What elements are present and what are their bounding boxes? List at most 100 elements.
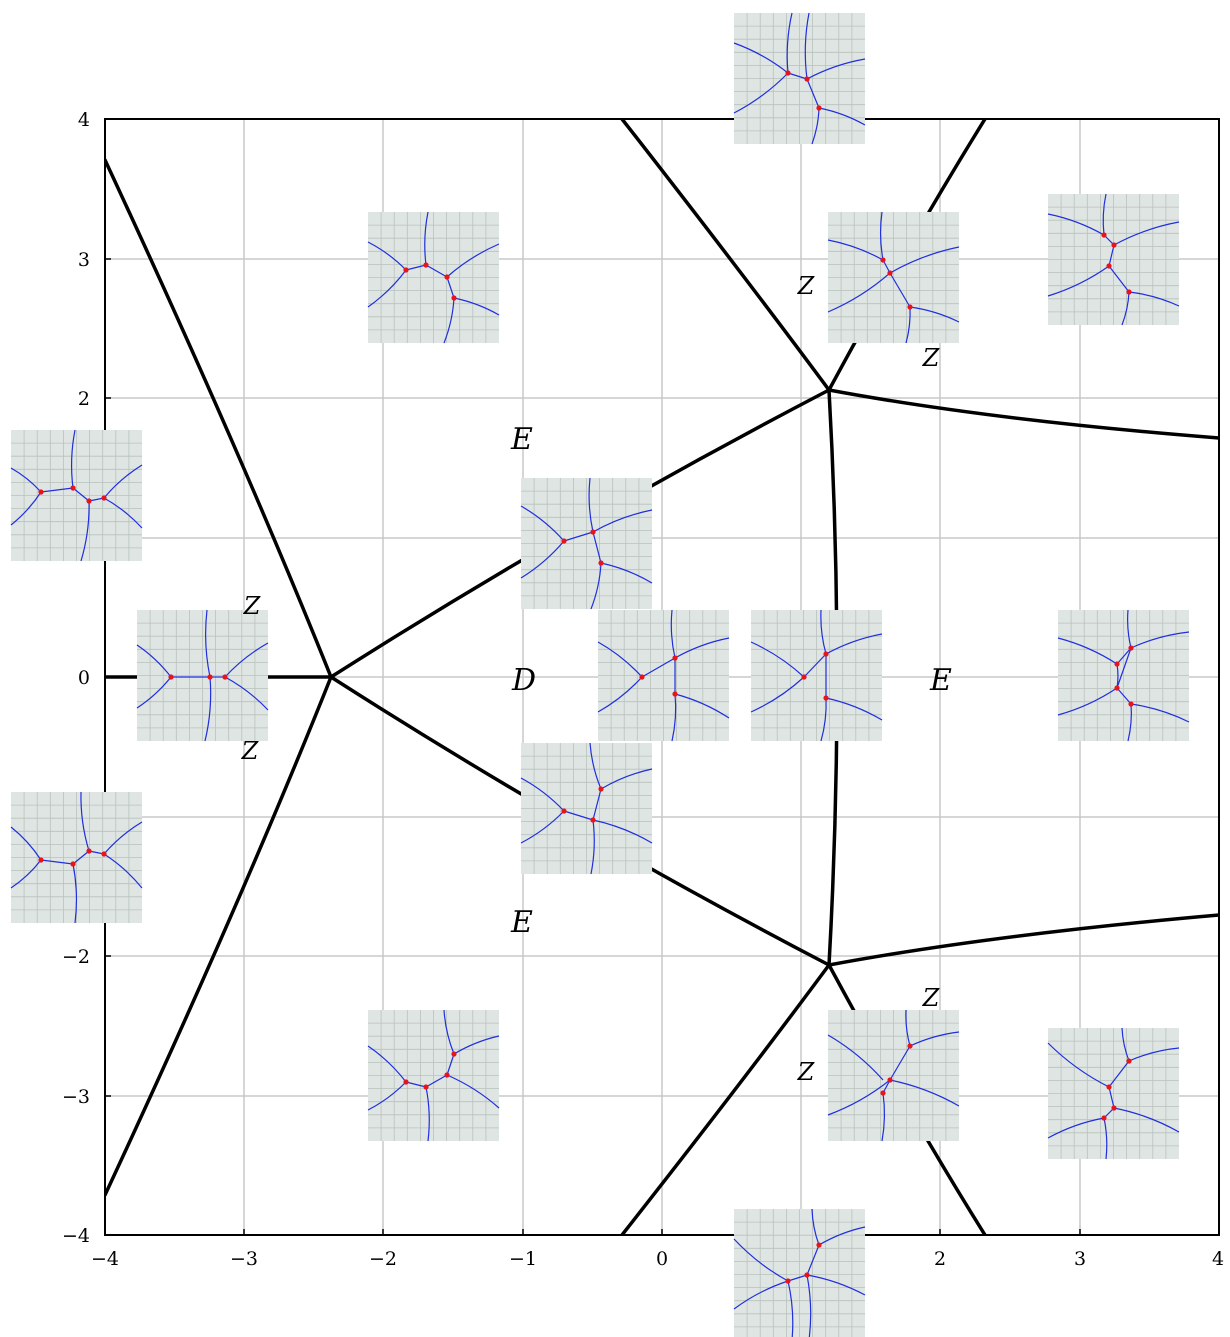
inset-vertex xyxy=(880,257,886,263)
inset-bounded-edge xyxy=(806,78,820,109)
z-label: Z xyxy=(922,984,941,1012)
y-tick-label: 3 xyxy=(78,249,90,271)
inset-vertex xyxy=(1126,289,1132,295)
inset-curve-edge xyxy=(733,1238,789,1282)
inset-curve-edge xyxy=(674,693,730,719)
inset-vertex xyxy=(1126,1058,1132,1064)
inset-grid xyxy=(11,792,142,923)
inset-curve-edge xyxy=(205,609,211,678)
inset-vertex xyxy=(38,489,44,495)
inset-grid xyxy=(521,743,652,874)
inset-curve-edges xyxy=(136,609,269,742)
inset-curve-edge xyxy=(1047,265,1110,297)
inset-curve-edge xyxy=(425,1086,430,1142)
inset-curve-edge xyxy=(733,42,789,74)
inset-curve-edge xyxy=(103,497,143,529)
inset-grid xyxy=(137,610,268,741)
inset-curve-edge xyxy=(136,644,172,678)
inset-tropical-curve xyxy=(1047,1027,1180,1160)
inset-vertex xyxy=(672,691,678,697)
inset-bounded-edge xyxy=(641,657,676,678)
inset-vertex xyxy=(804,1272,810,1278)
inset-vertex xyxy=(222,674,228,680)
x-tick-label: −2 xyxy=(369,1248,397,1270)
inset-curve-edge xyxy=(72,863,78,924)
inset-bounded-edge xyxy=(1108,1086,1115,1109)
inset-vertex xyxy=(70,861,76,867)
inset-curve-edge xyxy=(1128,291,1180,307)
inset-curve-edges xyxy=(1047,193,1180,326)
inset-bounded-edge xyxy=(592,788,602,821)
inset-curve-edge xyxy=(446,243,500,278)
inset-curve-edge xyxy=(1121,1027,1130,1062)
inset-curve-edge xyxy=(1127,703,1132,742)
inset-curve-edges xyxy=(367,211,500,344)
inset-curve-edge xyxy=(879,211,884,261)
inset-curve-edge xyxy=(820,697,827,742)
inset-bounded-edge xyxy=(787,1274,808,1282)
y-tick-label: −2 xyxy=(62,946,90,968)
inset-curve-edge xyxy=(590,562,602,610)
wall-lower-right xyxy=(827,913,1219,967)
inset-curve-edge xyxy=(806,1274,812,1337)
inset-curve-edge xyxy=(750,676,805,713)
inset-tropical-curve xyxy=(733,12,866,145)
inset-bounded-edge xyxy=(1108,265,1130,293)
wall-left-lower xyxy=(105,675,333,1197)
inset-vertex xyxy=(1128,645,1134,651)
inset-bounded-edge xyxy=(1116,647,1132,689)
inset-curve-edge xyxy=(10,467,42,493)
inset-curve-edge xyxy=(224,642,269,678)
inset-curve-edge xyxy=(1047,213,1105,236)
inset-curve-edge xyxy=(597,676,643,713)
wall-left-upper xyxy=(105,158,333,679)
inset-curve-edge xyxy=(10,826,42,861)
x-tick-label: 2 xyxy=(934,1248,946,1270)
inset-grid xyxy=(734,1209,865,1337)
inset-tropical-curve xyxy=(367,1009,500,1142)
inset-curve-edge xyxy=(80,791,90,852)
inset-curve-edge xyxy=(80,500,90,562)
inset-vertex xyxy=(907,1043,913,1049)
inset-curve-edge xyxy=(1127,609,1132,649)
inset-vertex xyxy=(887,1077,893,1083)
inset-curve-edge xyxy=(811,1208,820,1246)
inset-curve-edges xyxy=(597,609,730,742)
inset-grid xyxy=(1058,610,1189,741)
inset-curve-edges xyxy=(1057,609,1190,742)
inset-curve-edge xyxy=(1113,1107,1180,1133)
inset-curve-edge xyxy=(909,1031,960,1047)
inset-vertex xyxy=(598,786,604,792)
x-tick-label: 4 xyxy=(1212,1248,1224,1270)
inset-tropical-curve xyxy=(750,609,883,742)
inset-curve-edge xyxy=(1128,1047,1180,1062)
y-tick-labels: 4 3 2 0 −2 −3 −4 xyxy=(62,109,90,1247)
inset-tropical-curve xyxy=(733,1208,866,1337)
inset-tropical-curve xyxy=(10,429,143,562)
inset-vertex xyxy=(101,851,107,857)
inset-curve-edge xyxy=(592,509,653,533)
inset-grid xyxy=(521,478,652,609)
inset-grid xyxy=(1048,1028,1179,1159)
inset-curve-edge xyxy=(804,12,810,80)
inset-vertex xyxy=(880,1090,886,1096)
inset-curve-edge xyxy=(889,1079,960,1107)
inset-tropical-curve xyxy=(827,1009,960,1142)
inset-vertex xyxy=(907,304,913,310)
inset-vertex xyxy=(1111,1105,1117,1111)
inset-curve-edge xyxy=(1103,1117,1108,1160)
region-label-e-bottom: E xyxy=(510,905,533,940)
inset-bounded-edge xyxy=(889,1045,911,1081)
inset-bounded-edge xyxy=(563,810,594,821)
inset-curve-edge xyxy=(592,819,653,844)
inset-bounded-edge xyxy=(72,850,90,865)
inset-curve-edges xyxy=(520,477,653,610)
inset-tropical-curve xyxy=(367,211,500,344)
inset-curve-edge xyxy=(204,676,212,742)
inset-grid xyxy=(828,1010,959,1141)
inset-bounded-edge xyxy=(806,1244,820,1276)
inset-bounded-edge xyxy=(563,531,594,542)
inset-vertex xyxy=(823,651,829,657)
y-tick-label: −3 xyxy=(62,1086,90,1108)
